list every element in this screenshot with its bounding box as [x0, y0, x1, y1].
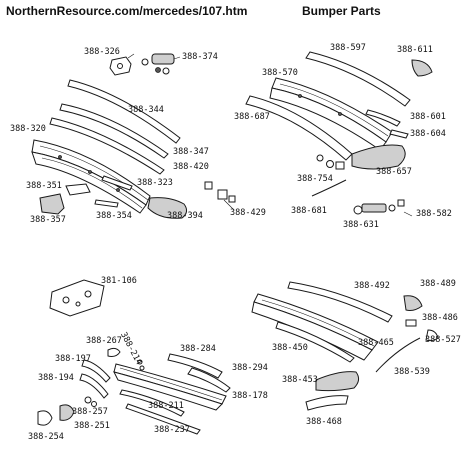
front-bumper-main-drawing [31, 139, 151, 214]
label-388-611: 388-611 [397, 45, 433, 55]
label-388-754: 388-754 [297, 174, 333, 184]
label-388-374: 388-374 [182, 52, 218, 62]
label-381-106: 381-106 [101, 276, 137, 286]
bracket-527-drawing [425, 329, 439, 342]
bar-687-drawing [245, 95, 353, 161]
front-bumper-group [31, 53, 236, 219]
label-388-539: 388-539 [394, 367, 430, 377]
label-388-351: 388-351 [26, 181, 62, 191]
label-388-394: 388-394 [167, 211, 203, 221]
label-388-197: 388-197 [55, 354, 91, 364]
label-388-527: 388-527 [425, 335, 461, 345]
label-388-604: 388-604 [410, 129, 446, 139]
cap-489-drawing [403, 295, 423, 311]
end-657-drawing [351, 144, 406, 170]
rear-bumper-main-drawing [269, 77, 393, 151]
label-388-601: 388-601 [410, 112, 446, 122]
label-388-631: 388-631 [343, 220, 379, 230]
label-388-492: 388-492 [354, 281, 390, 291]
label-388-178: 388-178 [232, 391, 268, 401]
bracket-267-drawing [107, 347, 121, 357]
label-388-681: 388-681 [291, 206, 327, 216]
strip-197-drawing [81, 359, 111, 383]
plate-106-drawing [49, 279, 105, 317]
label-388-453: 388-453 [282, 375, 318, 385]
strip-604-drawing [389, 129, 409, 139]
bolts-374-drawing [141, 53, 181, 75]
strip-354-drawing [94, 199, 119, 208]
label-388-597: 388-597 [330, 43, 366, 53]
end-cap-394-drawing [147, 197, 188, 219]
block-351-drawing [65, 183, 91, 196]
rod-539-drawing [375, 337, 421, 373]
strip-344-drawing [67, 79, 181, 144]
label-388-251: 388-251 [74, 421, 110, 431]
strip-347-drawing [59, 103, 169, 159]
part-486-drawing [405, 319, 417, 327]
label-388-254: 388-254 [28, 432, 64, 442]
label-388-323: 388-323 [137, 178, 173, 188]
label-388-294: 388-294 [232, 363, 268, 373]
label-388-687: 388-687 [234, 112, 270, 122]
bracket-681-drawing [311, 179, 347, 197]
label-388-486: 388-486 [422, 313, 458, 323]
label-388-284: 388-284 [180, 344, 216, 354]
site-url: NorthernResource.com/mercedes/107.htm [6, 4, 248, 18]
fastener-214-drawing [137, 359, 145, 371]
page-title: Bumper Parts [302, 4, 381, 18]
label-388-354: 388-354 [96, 211, 132, 221]
label-388-237: 388-237 [154, 425, 190, 435]
strip-323-drawing [101, 175, 133, 191]
beam-294-drawing [187, 367, 231, 393]
bracket-326-drawing [109, 53, 135, 76]
label-388-211: 388-211 [148, 401, 184, 411]
strip-237-drawing [125, 403, 201, 435]
label-388-357: 388-357 [30, 215, 66, 225]
label-388-320: 388-320 [10, 124, 46, 134]
label-388-429: 388-429 [230, 208, 266, 218]
us-rear-bumper-group [251, 281, 439, 411]
strip-194-drawing [79, 373, 109, 399]
strip-420-drawing [49, 117, 165, 175]
clips-429-drawing [204, 181, 236, 211]
label-388-257: 388-257 [72, 407, 108, 417]
us-front-bumper-group [37, 279, 231, 435]
label-388-420: 388-420 [173, 162, 209, 172]
strip-211-drawing [119, 389, 185, 417]
label-388-582: 388-582 [416, 209, 452, 219]
label-388-489: 388-489 [420, 279, 456, 289]
end-453-drawing [315, 371, 360, 392]
guard-254-drawing [37, 410, 53, 426]
label-388-468: 388-468 [306, 417, 342, 427]
label-388-570: 388-570 [262, 68, 298, 78]
bar-465-drawing [275, 321, 355, 363]
strip-601-drawing [365, 109, 401, 127]
label-388-194: 388-194 [38, 373, 74, 383]
label-388-326: 388-326 [84, 47, 120, 57]
label-388-657: 388-657 [376, 167, 412, 177]
label-388-267: 388-267 [86, 336, 122, 346]
end-468-drawing [305, 395, 349, 411]
label-388-450: 388-450 [272, 343, 308, 353]
parts-582-drawing [397, 199, 413, 217]
beam-284-drawing [167, 353, 223, 379]
parts-257-drawing [84, 396, 97, 407]
strip-597-drawing [305, 51, 411, 107]
guard-357-drawing [39, 193, 65, 215]
label-388-465: 388-465 [358, 338, 394, 348]
label-388-344: 388-344 [128, 105, 164, 115]
label-388-347: 388-347 [173, 147, 209, 157]
guard-251-drawing [59, 404, 75, 421]
us-rear-main-drawing [251, 293, 379, 361]
rear-bumper-group [245, 51, 433, 217]
cap-611-drawing [411, 59, 433, 77]
strip-492-drawing [287, 281, 393, 323]
clips-754-drawing [316, 154, 345, 170]
bolt-631-drawing [353, 203, 396, 215]
us-front-main-drawing [113, 363, 227, 411]
